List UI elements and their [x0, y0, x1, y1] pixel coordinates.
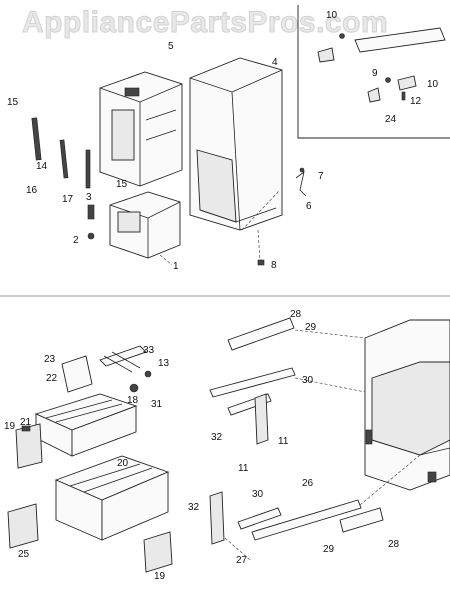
callout-13: 13: [158, 358, 170, 369]
callout-16: 16: [26, 185, 38, 196]
callout-28b: 28: [388, 539, 400, 550]
basket-parts: [7, 345, 173, 573]
callout-31: 31: [151, 399, 163, 410]
callout-4: 4: [272, 57, 278, 68]
callout-6: 6: [306, 201, 312, 212]
cabinet-part: [189, 57, 283, 231]
callout-15: 15: [7, 97, 19, 108]
callout-19: 19: [4, 421, 16, 432]
callout-17: 17: [62, 194, 74, 205]
callout-30b: 30: [252, 489, 264, 500]
callout-10: 10: [326, 10, 338, 21]
callout-14: 14: [36, 161, 48, 172]
callout-24: 24: [385, 114, 397, 125]
callout-1: 1: [173, 261, 179, 272]
callout-25: 25: [18, 549, 30, 560]
callout-33: 33: [143, 345, 155, 356]
callout-32b: 32: [188, 502, 200, 513]
callout-5: 5: [168, 41, 174, 52]
liner-part: [99, 71, 183, 187]
callout-21: 21: [20, 417, 32, 428]
callout-19b: 19: [154, 571, 166, 582]
callout-28: 28: [290, 309, 302, 320]
side-rail-parts: [31, 117, 91, 189]
callout-11b: 11: [238, 463, 249, 474]
freezer-compartment-part: [109, 191, 181, 259]
watermark-logo: AppliancePartsPros.com: [21, 6, 389, 40]
inset-hardware: [317, 27, 446, 103]
drawer-slide-parts: [209, 317, 384, 545]
callout-32: 32: [211, 432, 223, 443]
callout-27: 27: [236, 555, 248, 566]
callout-20: 20: [117, 458, 129, 469]
callout-26: 26: [302, 478, 314, 489]
callout-3: 3: [86, 192, 92, 203]
callout-23: 23: [44, 354, 56, 365]
callout-2: 2: [73, 235, 79, 246]
inset-frame: [297, 5, 450, 139]
callout-18: 18: [127, 395, 139, 406]
callout-29b: 29: [323, 544, 335, 555]
callout-8: 8: [271, 260, 277, 271]
cabinet-bottom-view: [364, 319, 450, 491]
callout-15b: 15: [116, 179, 128, 190]
callout-7: 7: [318, 171, 324, 182]
callout-29: 29: [305, 322, 317, 333]
callout-22: 22: [46, 373, 58, 384]
callout-9: 9: [372, 68, 378, 79]
callout-11: 11: [278, 436, 289, 447]
callout-12: 12: [410, 96, 422, 107]
callout-30: 30: [302, 375, 314, 386]
top-hardware: [87, 167, 307, 266]
callout-10b: 10: [427, 79, 439, 90]
